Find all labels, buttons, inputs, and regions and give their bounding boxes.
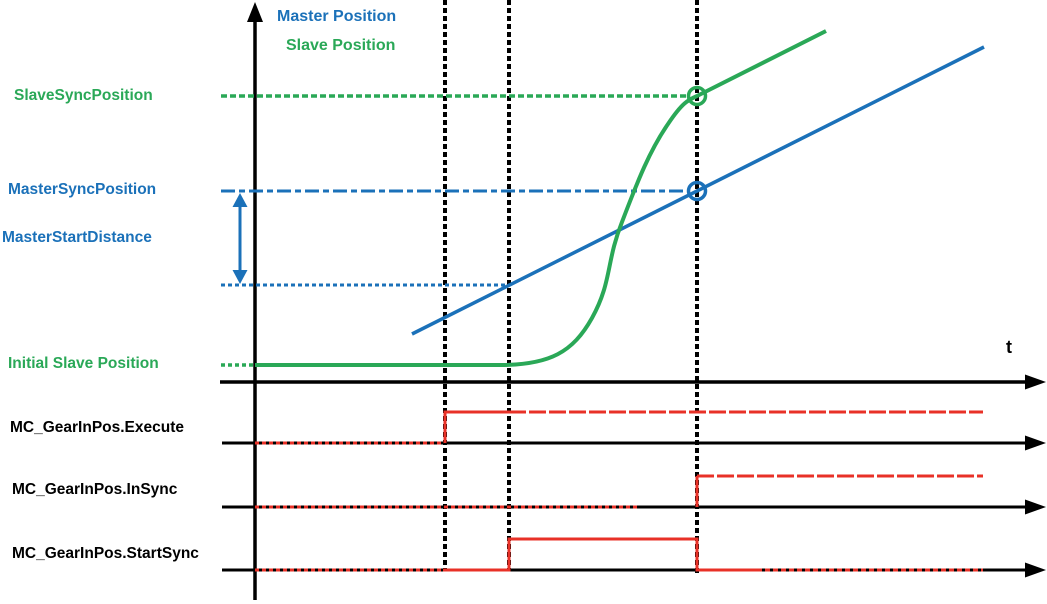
startsync-baseline-arrowhead-icon — [1025, 562, 1046, 578]
initial-slave-position-label: Initial Slave Position — [8, 355, 159, 372]
event-markers-group — [443, 0, 699, 573]
time-axis-arrowhead-icon — [1025, 374, 1046, 390]
master-start-distance-label: MasterStartDistance — [2, 229, 152, 246]
signal-label-insync: MC_GearInPos.InSync — [12, 481, 178, 498]
signal-label-startsync: MC_GearInPos.StartSync — [12, 545, 199, 562]
signal-label-execute: MC_GearInPos.Execute — [10, 419, 185, 436]
distance-arrow-up-icon — [232, 193, 248, 207]
insync-baseline-arrowhead-icon — [1025, 499, 1046, 515]
master-sync-point-marker — [686, 180, 708, 202]
legend-master-position: Master Position — [277, 8, 397, 25]
execute-rising-edge-high — [443, 410, 509, 443]
execute-baseline-arrowhead-icon — [1025, 435, 1046, 451]
slave-position-curve — [255, 29, 827, 367]
master-start-distance-arrow — [232, 193, 248, 284]
slave-sync-point-marker — [686, 85, 708, 107]
position-axis-arrowhead-icon — [247, 2, 263, 22]
legend-slave-position: Slave Position — [286, 37, 396, 54]
master-position-curve — [411, 45, 985, 336]
distance-arrow-down-icon — [232, 270, 248, 284]
time-axis-label: t — [1006, 337, 1012, 357]
signal-traces-group — [255, 410, 983, 572]
master-sync-position-label: MasterSyncPosition — [8, 181, 157, 198]
slave-sync-position-label: SlaveSyncPosition — [14, 87, 153, 104]
startsync-pulse — [443, 537, 757, 572]
axes-group — [220, 2, 1046, 600]
